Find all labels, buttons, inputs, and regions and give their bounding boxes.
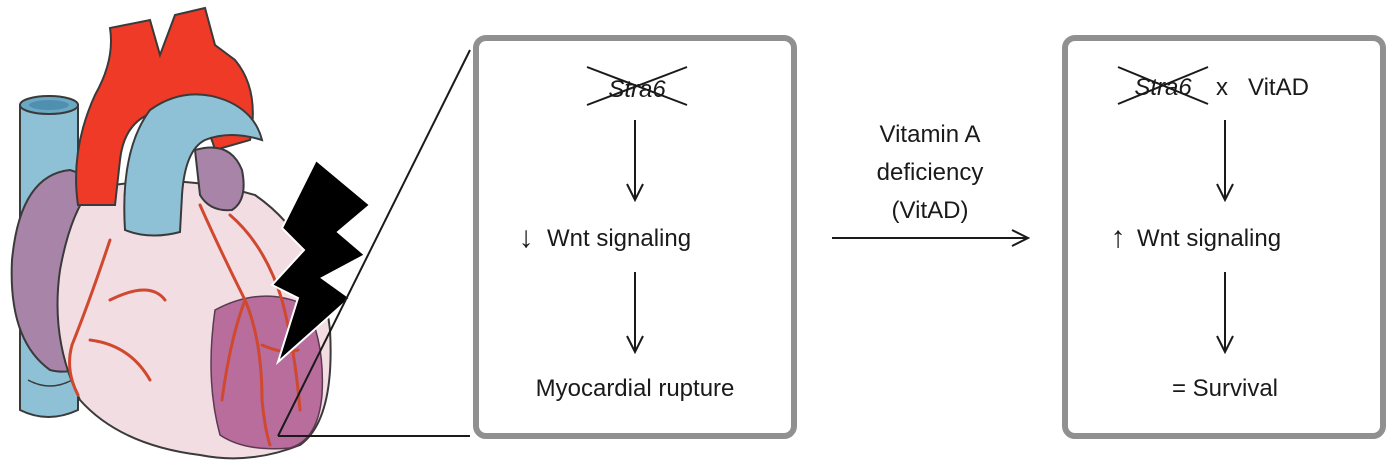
left-panel-border — [473, 35, 797, 439]
right-gene-strike — [1117, 66, 1209, 105]
right-outcome-label: = Survival — [1172, 375, 1278, 402]
left-atrium — [193, 146, 245, 212]
pulmonary-artery — [123, 93, 264, 237]
transition: Vitamin A deficiency (VitAD) — [832, 121, 1028, 238]
right-condition-label: VitAD — [1248, 74, 1309, 101]
right-signaling-arrow: ↑ — [1111, 221, 1126, 254]
left-gene-strike — [586, 66, 688, 106]
right-cross-symbol: x — [1216, 74, 1228, 101]
transition-line-1: Vitamin A — [880, 121, 981, 148]
zoom-connector — [277, 49, 471, 437]
left-signaling-arrow: ↓ — [519, 221, 534, 254]
right-panel-border — [1062, 35, 1386, 439]
left-signaling-label: Wnt signaling — [547, 225, 691, 252]
right-panel: Stra6 x VitAD ↑ Wnt signaling = Survival — [1062, 35, 1386, 439]
heart-illustration — [10, 6, 372, 460]
transition-line-3: (VitAD) — [892, 197, 969, 224]
left-panel: Stra6 ↓ Wnt signaling Myocardial rupture — [473, 35, 797, 439]
lightning-bolt-icon — [270, 158, 372, 366]
right-signaling-label: Wnt signaling — [1137, 225, 1281, 252]
coronary-arteries — [68, 203, 302, 447]
transition-line-2: deficiency — [877, 159, 984, 186]
left-outcome-label: Myocardial rupture — [536, 375, 735, 402]
left-gene-label: Stra6 — [608, 76, 666, 103]
